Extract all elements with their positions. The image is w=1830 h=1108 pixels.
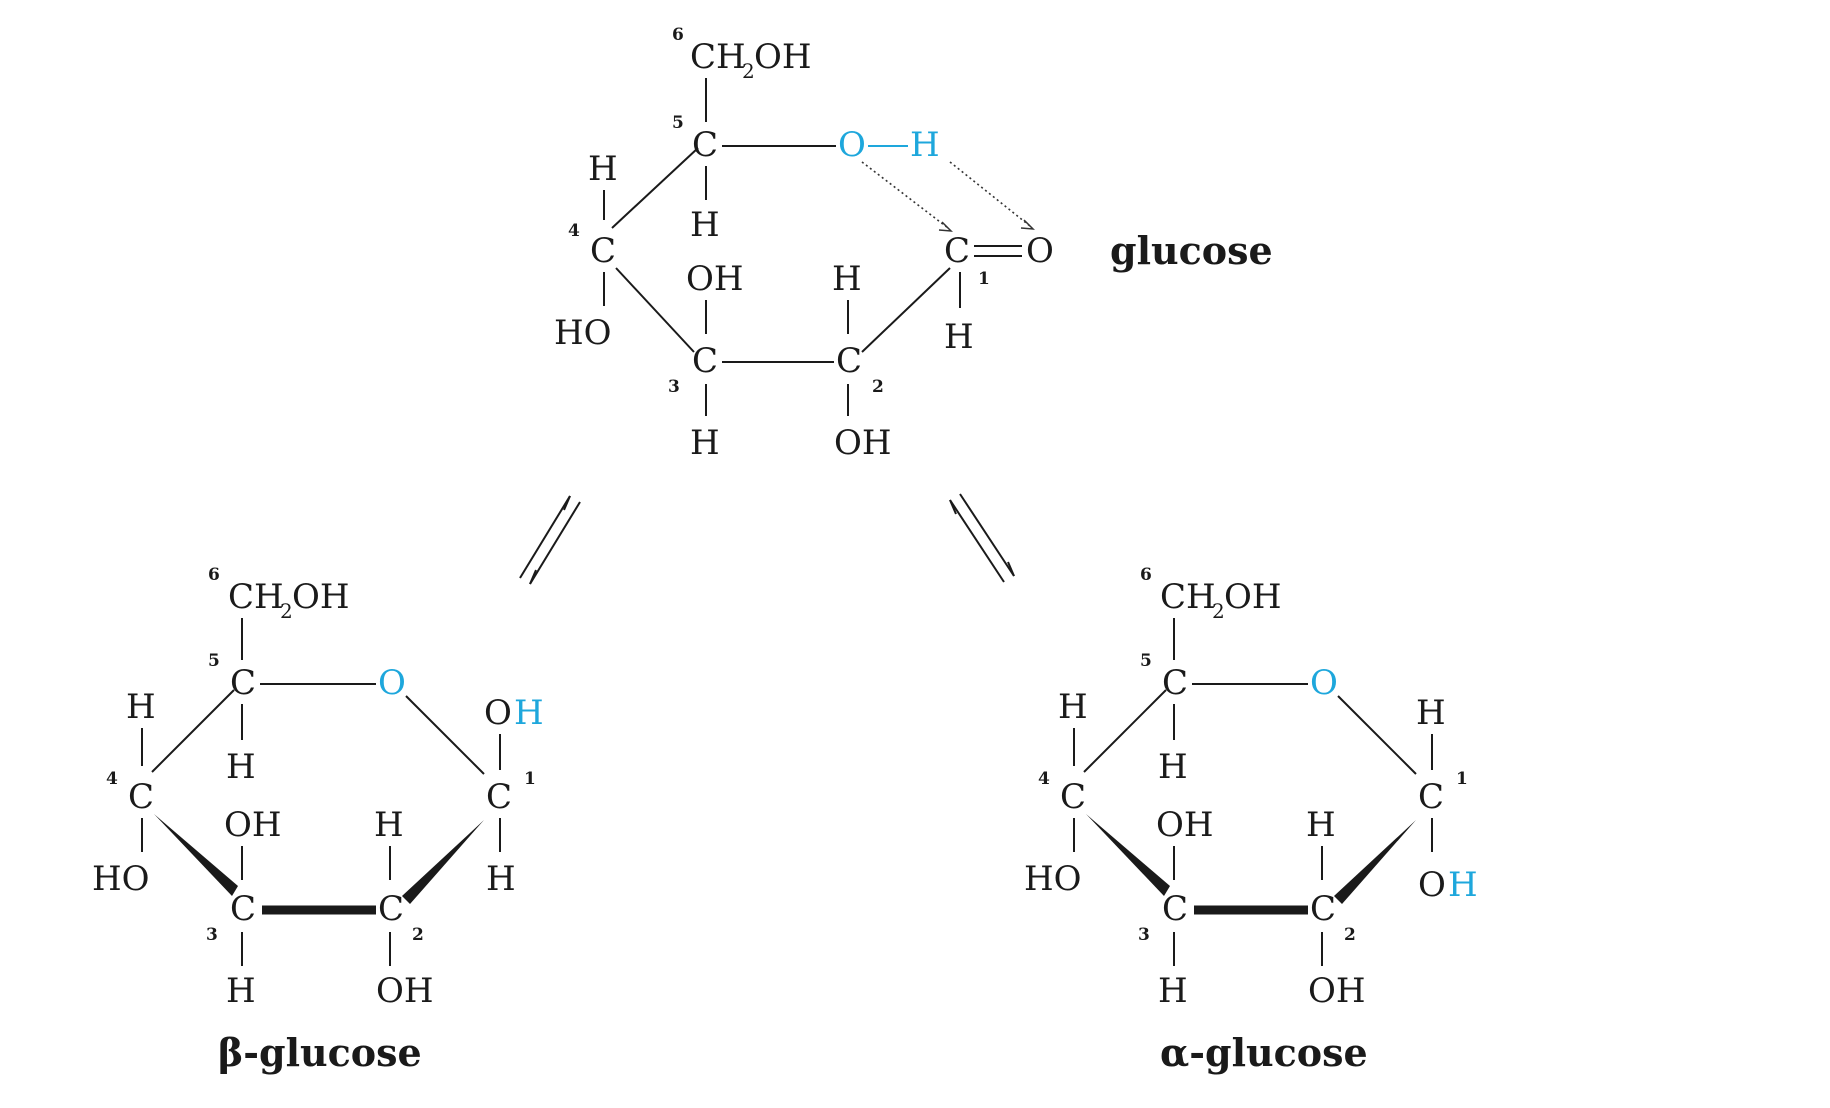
ch2oh-ch: CH: [690, 37, 746, 77]
alpha-ch2oh-oh: OH: [1224, 577, 1282, 617]
c4-c5-bond: [611, 147, 699, 229]
beta-anomeric-h: H: [514, 693, 544, 733]
equilibrium-arrow-right: [949, 493, 1015, 583]
alpha-carbon-number-4: 4: [1038, 769, 1050, 789]
alpha-c2-hydroxyl: OH: [1308, 971, 1366, 1011]
alpha-c1-c2-wedge: [1334, 820, 1416, 904]
alpha-c1-hydrogen: H: [1416, 693, 1446, 733]
equilibrium-arrow-left: [519, 495, 581, 585]
c3-hydrogen: H: [690, 423, 720, 463]
c2-hydroxyl: OH: [834, 423, 892, 463]
c3-c4-bond: [615, 267, 695, 353]
beta-carbon-number-3: 3: [206, 925, 218, 945]
alpha-c4-hydroxyl: HO: [1024, 859, 1082, 899]
carbon-number-1: 1: [978, 269, 990, 289]
alpha-ring-oxygen: O: [1310, 663, 1338, 703]
beta-c5-carbon: C: [230, 663, 256, 703]
alpha-c2-hydrogen: H: [1306, 805, 1336, 845]
beta-c4-carbon: C: [128, 777, 154, 817]
alpha-o-c1-bond: [1337, 695, 1417, 775]
alpha-ch2oh-subscript: 2: [1212, 599, 1225, 623]
alpha-carbon-number-2: 2: [1344, 925, 1356, 945]
beta-c4-hydrogen: H: [126, 687, 156, 727]
beta-c3-c4-wedge: [154, 814, 238, 896]
beta-glucose-ring: 6 CH 2 OH 5 C O H H 4 C HO OH C 3 H H C …: [92, 565, 544, 1075]
alpha-anomeric-h: H: [1448, 865, 1478, 905]
beta-o-c1-bond: [405, 695, 485, 775]
beta-c3-carbon: C: [230, 889, 256, 929]
beta-carbon-number-2: 2: [412, 925, 424, 945]
beta-carbon-number-6: 6: [208, 565, 220, 585]
glucose-label: glucose: [1110, 228, 1273, 273]
beta-ring-oxygen: O: [378, 663, 406, 703]
alpha-carbon-number-1: 1: [1456, 769, 1468, 789]
ch2oh-subscript: 2: [742, 59, 755, 83]
alpha-c3-hydroxyl: OH: [1156, 805, 1214, 845]
alpha-ch2oh-ch: CH: [1160, 577, 1216, 617]
beta-c1-carbon: C: [486, 777, 512, 817]
beta-c4-c5-bond: [151, 689, 235, 773]
carbon-number-5: 5: [672, 113, 684, 133]
alpha-c4-carbon: C: [1060, 777, 1086, 817]
dotted-arrow-o-to-c1: [861, 161, 949, 229]
chain-hydrogen: H: [910, 125, 940, 165]
alpha-glucose-ring: 6 CH 2 OH 5 C O H H 4 C HO OH C 3 H H C …: [1024, 565, 1478, 1075]
beta-ch2oh-subscript: 2: [280, 599, 293, 623]
alpha-c3-c4-wedge: [1086, 814, 1170, 896]
carbon-number-6: 6: [672, 25, 684, 45]
c3-carbon: C: [692, 341, 718, 381]
alpha-anomeric-o: O: [1418, 865, 1446, 905]
alpha-carbon-number-3: 3: [1138, 925, 1150, 945]
c4-carbon: C: [590, 231, 616, 271]
alpha-c2-carbon: C: [1310, 889, 1336, 929]
beta-carbon-number-5: 5: [208, 651, 220, 671]
beta-glucose-label: β-glucose: [218, 1030, 422, 1075]
alpha-c3-hydrogen: H: [1158, 971, 1188, 1011]
alpha-carbon-number-6: 6: [1140, 565, 1152, 585]
alpha-c1-carbon: C: [1418, 777, 1444, 817]
c4-hydroxyl: HO: [554, 313, 612, 353]
c1-carbon: C: [944, 231, 970, 271]
carbon-number-3: 3: [668, 377, 680, 397]
beta-c3-hydroxyl: OH: [224, 805, 282, 845]
c1-c2-bond: [861, 267, 951, 353]
c5-carbon: C: [692, 125, 718, 165]
c3-hydroxyl: OH: [686, 259, 744, 299]
c2-hydrogen: H: [832, 259, 862, 299]
alpha-c4-hydrogen: H: [1058, 687, 1088, 727]
beta-c2-hydrogen: H: [374, 805, 404, 845]
alpha-c3-carbon: C: [1162, 889, 1188, 929]
carbon-number-2: 2: [872, 377, 884, 397]
beta-ch2oh-oh: OH: [292, 577, 350, 617]
alpha-c5-hydrogen: H: [1158, 747, 1188, 787]
alpha-carbon-number-5: 5: [1140, 651, 1152, 671]
open-chain-glucose: 6 CH 2 OH 5 C O H H H 4 C HO OH 3 C H: [554, 25, 1273, 463]
beta-c2-hydroxyl: OH: [376, 971, 434, 1011]
ch2oh-oh: OH: [754, 37, 812, 77]
c2-carbon: C: [836, 341, 862, 381]
beta-c5-hydrogen: H: [226, 747, 256, 787]
carbon-number-4: 4: [568, 221, 580, 241]
alpha-c4-c5-bond: [1083, 689, 1167, 773]
beta-c1-c2-wedge: [402, 820, 484, 904]
carbonyl-oxygen: O: [1026, 231, 1054, 271]
alpha-c5-carbon: C: [1162, 663, 1188, 703]
beta-c2-carbon: C: [378, 889, 404, 929]
beta-c4-hydroxyl: HO: [92, 859, 150, 899]
c5-hydrogen: H: [690, 205, 720, 245]
dotted-arrow-h-to-o: [949, 161, 1031, 227]
beta-c1-hydrogen: H: [486, 859, 516, 899]
beta-c3-hydrogen: H: [226, 971, 256, 1011]
beta-anomeric-o: O: [484, 693, 512, 733]
beta-carbon-number-4: 4: [106, 769, 118, 789]
chain-oxygen: O: [838, 125, 866, 165]
c1-hydrogen: H: [944, 317, 974, 357]
beta-ch2oh-ch: CH: [228, 577, 284, 617]
c4-hydrogen: H: [588, 149, 618, 189]
alpha-glucose-label: α-glucose: [1160, 1030, 1368, 1075]
beta-carbon-number-1: 1: [524, 769, 536, 789]
